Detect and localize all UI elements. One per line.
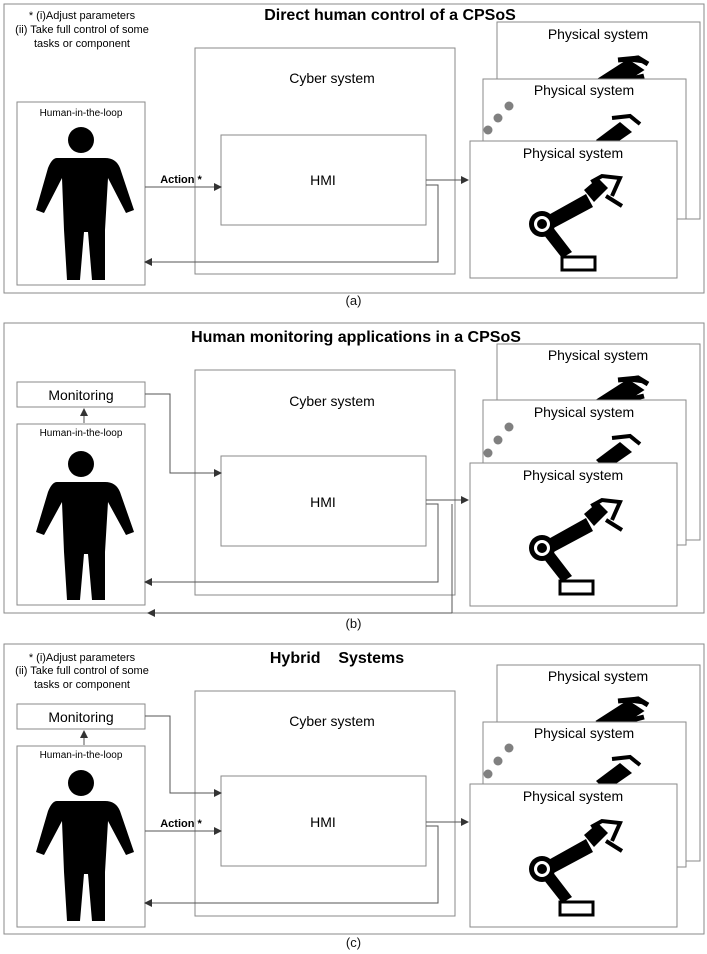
hmi-label: HMI — [310, 494, 336, 510]
panel-hybrid: Hybrid Systems * (i)Adjust parameters (i… — [0, 641, 707, 941]
caption-a: (a) — [345, 293, 362, 308]
note-line-1: * (i)Adjust parameters — [29, 652, 136, 664]
dot-icon — [483, 769, 493, 779]
panel-title: Human monitoring applications in a CPSoS — [191, 329, 521, 346]
physical-label-front: Physical system — [523, 467, 623, 483]
hmi-label: HMI — [310, 814, 336, 830]
monitoring-to-hmi-arrow — [145, 715, 222, 797]
dot-icon — [483, 448, 493, 458]
note-line-2: (ii) Take full control of some — [15, 24, 149, 36]
panel-title: Direct human control of a CPSoS — [264, 7, 516, 24]
monitoring-box — [16, 703, 146, 730]
robot-arm-icon — [529, 818, 624, 917]
cyber-label: Cyber system — [289, 70, 375, 86]
dot-icon — [504, 743, 514, 753]
hmi-box — [220, 455, 427, 547]
panel-frame — [3, 3, 705, 294]
physical-label-front: Physical system — [523, 788, 623, 804]
human-label: Human-in-the-loop — [40, 750, 123, 761]
note-line-1: * (i)Adjust parameters — [29, 10, 136, 22]
panel-monitoring: Human monitoring applications in a CPSoS… — [0, 320, 707, 620]
note-line-3: tasks or component — [34, 38, 130, 50]
cyber-label: Cyber system — [289, 393, 375, 409]
panel-a-diagram: Direct human control of a CPSoS * (i)Adj… — [3, 3, 705, 294]
person-icon — [36, 770, 134, 921]
action-label: Action * — [160, 818, 202, 830]
dot-icon — [493, 756, 503, 766]
physical-label-back: Physical system — [548, 668, 648, 684]
monitoring-label: Monitoring — [48, 709, 113, 725]
human-label: Human-in-the-loop — [40, 108, 123, 119]
feedback-arrow — [144, 825, 439, 907]
person-icon — [36, 451, 134, 600]
dot-icon — [493, 435, 503, 445]
dot-icon — [504, 422, 514, 432]
monitoring-to-hmi-arrow — [145, 393, 222, 477]
dot-icon — [483, 125, 493, 135]
physical-label-front: Physical system — [523, 145, 623, 161]
hmi-box — [220, 775, 427, 867]
caption-b: (b) — [345, 616, 362, 631]
panel-title: Hybrid Systems — [270, 650, 404, 667]
cyber-label: Cyber system — [289, 713, 375, 729]
monitoring-label: Monitoring — [48, 387, 113, 403]
note-line-2: (ii) Take full control of some — [15, 665, 149, 677]
hmi-box — [220, 134, 427, 226]
robot-arm-icon — [529, 173, 624, 272]
human-label: Human-in-the-loop — [40, 428, 123, 439]
physical-label-back: Physical system — [548, 347, 648, 363]
panel-frame — [3, 643, 705, 935]
caption-c: (c) — [345, 935, 362, 950]
action-label: Action * — [160, 174, 202, 186]
physical-label-back: Physical system — [548, 26, 648, 42]
physical-label-middle: Physical system — [534, 725, 634, 741]
dot-icon — [493, 113, 503, 123]
physical-label-middle: Physical system — [534, 404, 634, 420]
note-line-3: tasks or component — [34, 679, 130, 691]
person-icon — [36, 127, 134, 280]
robot-arm-icon — [529, 497, 624, 596]
monitoring-box — [16, 381, 146, 408]
physical-label-middle: Physical system — [534, 82, 634, 98]
feedback-arrow — [144, 184, 439, 266]
panel-direct-control: Direct human control of a CPSoS * (i)Adj… — [0, 0, 707, 300]
panel-b-diagram: Human monitoring applications in a CPSoS… — [3, 322, 705, 617]
dot-icon — [504, 101, 514, 111]
panel-c-diagram: Hybrid Systems * (i)Adjust parameters (i… — [3, 643, 705, 935]
hmi-label: HMI — [310, 172, 336, 188]
feedback-arrow — [144, 503, 439, 586]
